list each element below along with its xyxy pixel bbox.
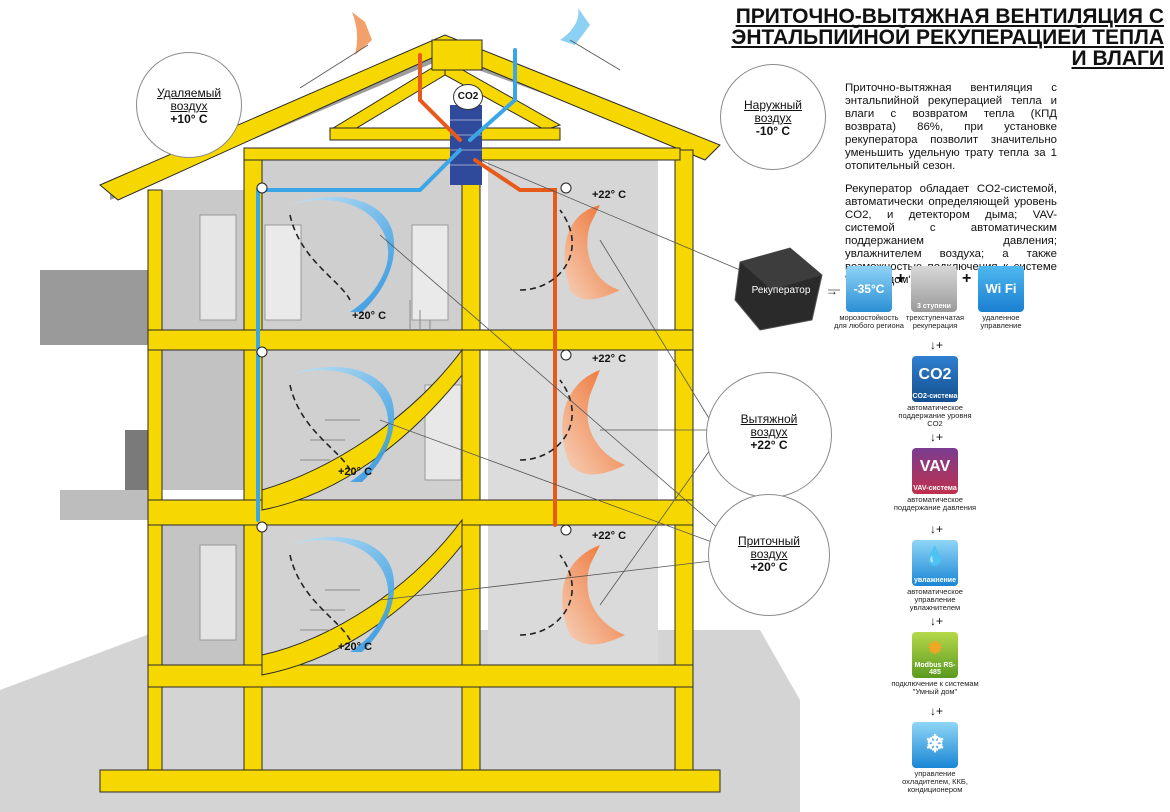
- snowflake-icon: ❄: [912, 722, 958, 768]
- plus-icon: +: [962, 270, 972, 287]
- vav-tile-text: VAV: [919, 458, 951, 475]
- bubble-extract-air-line1: Вытяжной: [740, 412, 798, 426]
- bubble-supply-air-line1: Приточный: [738, 534, 800, 548]
- extract-temp-floor-3: +22° C: [592, 189, 627, 201]
- cooling-caption: управление охладителем, ККБ, кондиционер…: [902, 769, 968, 794]
- bubble-supply-air: Приточный воздух +20° C: [708, 494, 830, 616]
- wifi-tile-text: Wi Fi: [985, 281, 1017, 296]
- bubble-supply-air-line2: воздух: [750, 547, 788, 561]
- frost-caption: морозостойкость для любого региона: [834, 313, 904, 330]
- extract-temp-floor-1: +22° C: [592, 530, 627, 542]
- three-stage-icon: 3 ступени: [911, 266, 957, 312]
- snowflake-glyph-icon: ❄: [924, 731, 946, 758]
- vav-caption: автоматическое поддержание давления: [893, 495, 977, 512]
- water-drop-icon: 💧: [923, 546, 947, 566]
- vav-system-icon: VAV VAV-система: [912, 448, 958, 494]
- humidifier-icon: 💧 увлажнение: [912, 540, 958, 586]
- bubble-exhaust-air: Удаляемый воздух +10° C: [136, 52, 242, 158]
- bubble-exhaust-air-value: +10° C: [170, 112, 208, 126]
- modbus-icon: ✹ Modbus RS-485: [912, 632, 958, 678]
- frost-resistance-icon: -35°C: [846, 266, 892, 312]
- bubble-extract-air-value: +22° C: [750, 438, 788, 452]
- vav-tile-sub: VAV-система: [913, 485, 957, 492]
- modbus-caption: подключение к системам "Умный дом": [891, 679, 979, 696]
- arrow-down-icon: ↓+: [930, 704, 944, 718]
- bubble-exhaust-air-line1: Удаляемый: [156, 86, 222, 100]
- bubble-supply-air-value: +20° C: [750, 560, 788, 574]
- plus-icon: +: [896, 270, 906, 287]
- supply-temp-floor-1: +20° C: [338, 641, 373, 653]
- co2-system-icon: CO2 CO2-система: [912, 356, 958, 402]
- arrow-down-icon: ↓+: [930, 522, 944, 536]
- bubble-exhaust-air-line2: воздух: [170, 99, 208, 113]
- co2-caption: автоматическое поддержание уровня CO2: [898, 403, 972, 428]
- humid-caption: автоматическое управление увлажнителем: [907, 587, 963, 612]
- bubble-extract-air-line2: воздух: [750, 425, 788, 439]
- network-star-icon: ✹: [927, 638, 943, 658]
- bubble-extract-air: Вытяжной воздух +22° C: [706, 372, 832, 498]
- arrow-down-icon: ↓+: [930, 614, 944, 628]
- arrow-down-icon: ↓+: [930, 338, 944, 352]
- supply-temp-floor-3: +20° C: [352, 310, 387, 322]
- page-title: ПРИТОЧНО-ВЫТЯЖНАЯ ВЕНТИЛЯЦИЯ С ЭНТАЛЬПИЙ…: [731, 5, 1164, 70]
- stages-caption: трехступенчатая рекуперация: [905, 313, 965, 330]
- co2-tile-sub: CO2-система: [912, 393, 958, 400]
- co2-sensor-tag: CO2: [453, 84, 483, 110]
- bubble-outdoor-air-line2: воздух: [754, 111, 792, 125]
- bubble-outdoor-air-value: -10° C: [755, 124, 791, 138]
- modbus-tile-sub: Modbus RS-485: [914, 662, 956, 676]
- description: Приточно-вытяжная вентиляция с энтальпий…: [845, 82, 1057, 297]
- bubble-outdoor-air: Наружный воздух -10° C: [720, 64, 826, 170]
- recuperator-label: Рекуператор: [751, 285, 811, 296]
- extract-temp-floor-2: +22° C: [592, 353, 627, 365]
- wifi-icon: Wi Fi: [978, 266, 1024, 312]
- co2-tile-text: CO2: [918, 366, 952, 383]
- stages-tile-text: 3 ступени: [917, 303, 951, 310]
- supply-temp-floor-2: +20° C: [338, 466, 373, 478]
- description-paragraph-1: Приточно-вытяжная вентиляция с энтальпий…: [845, 82, 1057, 172]
- arrow-right-icon: →: [826, 284, 838, 298]
- wifi-caption: удаленное управление: [980, 313, 1022, 330]
- arrow-down-icon: ↓+: [930, 430, 944, 444]
- humid-tile-sub: увлажнение: [914, 577, 956, 584]
- bubble-outdoor-air-line1: Наружный: [744, 98, 802, 112]
- frost-tile-text: -35°C: [853, 282, 885, 296]
